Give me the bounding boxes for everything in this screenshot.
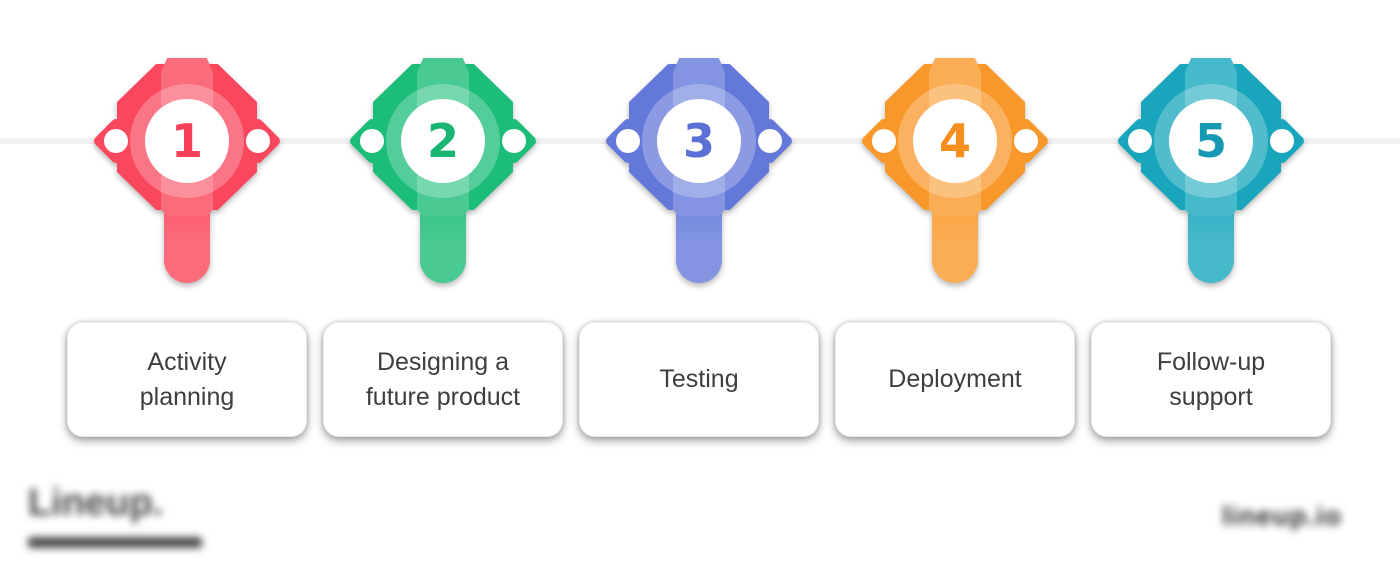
step-number: 3 bbox=[682, 114, 715, 168]
step-label: Designing a future product bbox=[365, 347, 521, 411]
step: 3 Testing bbox=[571, 0, 827, 584]
step: 5 Follow-up support bbox=[1083, 0, 1339, 584]
step-marker: 2 bbox=[347, 58, 539, 290]
line-dot-left bbox=[616, 129, 640, 153]
step-number: 5 bbox=[1194, 114, 1227, 168]
step-card: Follow-up support bbox=[1091, 322, 1331, 437]
step: 2 Designing a future product bbox=[315, 0, 571, 584]
step-card: Deployment bbox=[835, 322, 1075, 437]
step: 1 Activity planning bbox=[59, 0, 315, 584]
step-label: Deployment bbox=[888, 365, 1022, 393]
marker-center-circle: 5 bbox=[1169, 99, 1253, 183]
line-dot-right bbox=[758, 129, 782, 153]
marker-center-circle: 3 bbox=[657, 99, 741, 183]
line-dot-right bbox=[1270, 129, 1294, 153]
line-dot-right bbox=[1014, 129, 1038, 153]
watermark-underline bbox=[28, 537, 202, 548]
step-label: Testing bbox=[659, 365, 739, 393]
line-dot-left bbox=[1128, 129, 1152, 153]
step-marker: 4 bbox=[859, 58, 1051, 290]
step-card: Activity planning bbox=[67, 322, 307, 437]
line-dot-left bbox=[872, 129, 896, 153]
step-marker: 5 bbox=[1115, 58, 1307, 290]
step-marker: 1 bbox=[91, 58, 283, 290]
watermark-logo-left: Lineup. bbox=[28, 482, 164, 524]
line-dot-right bbox=[246, 129, 270, 153]
step-number: 1 bbox=[170, 114, 203, 168]
step-card: Testing bbox=[579, 322, 819, 437]
step-label: Follow-up support bbox=[1156, 347, 1266, 411]
step: 4 Deployment bbox=[827, 0, 1083, 584]
marker-center-circle: 2 bbox=[401, 99, 485, 183]
line-dot-left bbox=[104, 129, 128, 153]
line-dot-left bbox=[360, 129, 384, 153]
step-label: Activity planning bbox=[139, 347, 235, 411]
marker-center-circle: 1 bbox=[145, 99, 229, 183]
step-number: 2 bbox=[426, 114, 459, 168]
step-marker: 3 bbox=[603, 58, 795, 290]
line-dot-right bbox=[502, 129, 526, 153]
step-card: Designing a future product bbox=[323, 322, 563, 437]
marker-center-circle: 4 bbox=[913, 99, 997, 183]
watermark-logo-right: lineup.io bbox=[1222, 501, 1342, 531]
step-number: 4 bbox=[938, 114, 971, 168]
